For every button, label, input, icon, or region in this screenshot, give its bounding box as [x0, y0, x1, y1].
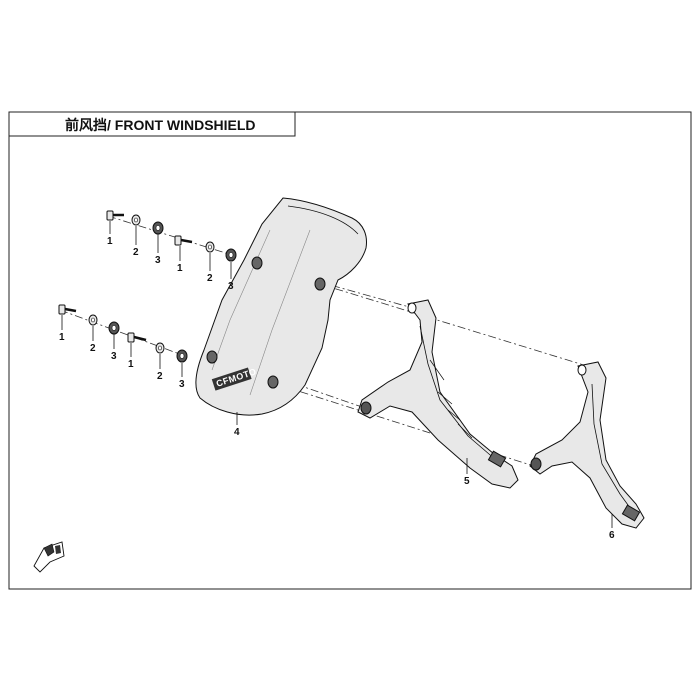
callout-2: 2 — [207, 273, 213, 284]
callout-1: 1 — [59, 332, 65, 343]
washer-icon — [155, 342, 165, 354]
upper-hardware-row — [106, 210, 237, 262]
diagram-border — [8, 111, 692, 590]
callout-4: 4 — [234, 427, 240, 438]
mount-hole — [267, 375, 279, 389]
grommet-icon — [225, 248, 237, 262]
callout-3: 3 — [179, 379, 185, 390]
bolt-icon — [58, 304, 77, 315]
grommet-icon — [108, 321, 120, 335]
mount-hole — [206, 350, 218, 364]
callout-2: 2 — [133, 247, 139, 258]
callout-2: 2 — [90, 343, 96, 354]
mount-hole — [314, 277, 326, 291]
leader-lines — [61, 221, 613, 528]
diagram-title: 前风挡/ FRONT WINDSHIELD — [65, 117, 256, 133]
callout-3: 3 — [155, 255, 161, 266]
bolt-icon — [127, 332, 147, 343]
mount-hole — [251, 256, 263, 270]
washer-icon — [131, 214, 141, 226]
grommet-icon — [152, 221, 164, 235]
callout-1: 1 — [107, 236, 113, 247]
windshield: CFMOTO — [195, 197, 367, 416]
bolt-icon — [174, 235, 193, 246]
front-direction-arrow-icon — [33, 541, 65, 573]
washer-icon — [205, 241, 215, 253]
callout-3: 3 — [228, 281, 234, 292]
callout-3: 3 — [111, 351, 117, 362]
callout-5: 5 — [464, 476, 470, 487]
title-box — [8, 111, 296, 137]
lower-hardware-row — [58, 304, 188, 363]
grommet-icon — [176, 349, 188, 363]
callout-1: 1 — [177, 263, 183, 274]
callout-2: 2 — [157, 371, 163, 382]
bolt-icon — [106, 210, 124, 221]
callout-1: 1 — [128, 359, 134, 370]
bracket-right — [529, 361, 645, 529]
callout-numbers: 1 2 3 1 2 3 1 2 3 1 2 3 4 5 6 — [59, 236, 615, 541]
callout-6: 6 — [609, 530, 615, 541]
washer-icon — [88, 314, 98, 326]
bracket-left — [357, 299, 519, 489]
